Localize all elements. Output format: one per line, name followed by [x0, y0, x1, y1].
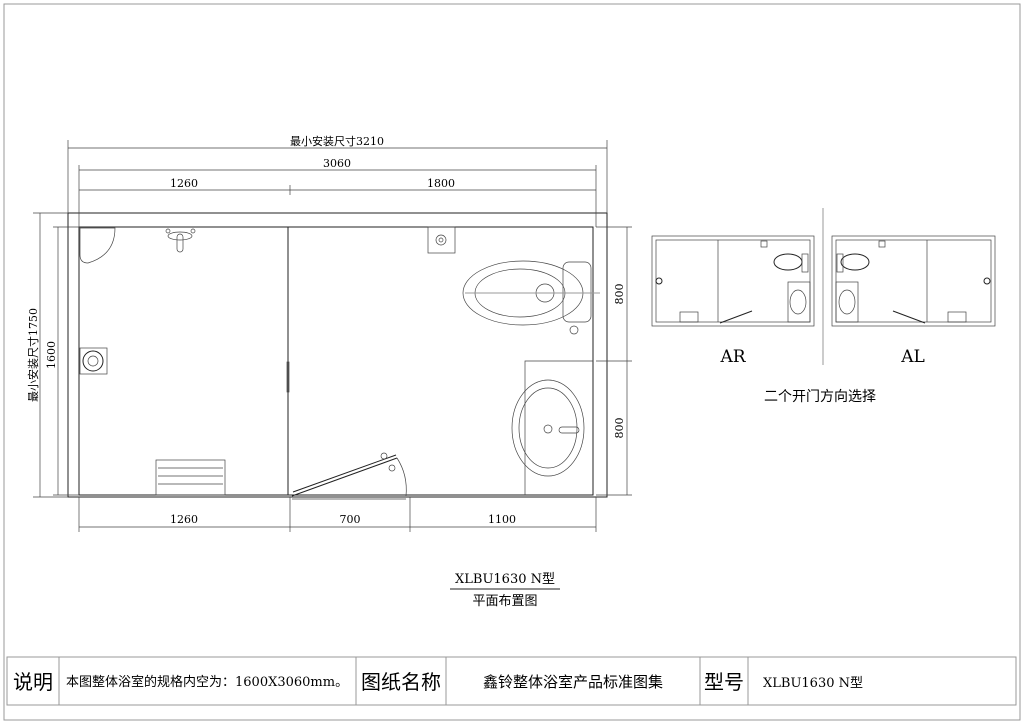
variant-caption: 二个开门方向选择 [764, 389, 876, 405]
dimensions: 最小安装尺寸3210 3060 1260 1800 1260 700 1100 … [26, 134, 632, 532]
floor-plan [67, 212, 608, 500]
dim-bottom-left: 1260 [170, 513, 198, 526]
inner-wall [78, 226, 594, 496]
variant-al-plan [831, 235, 996, 327]
variant-ar-plan [651, 235, 815, 327]
dim-bottom-door: 700 [340, 513, 361, 526]
corner-shelf [79, 227, 116, 264]
ceiling-vent [427, 226, 456, 254]
variant-al-label: AL [900, 347, 925, 367]
sheet-border [3, 3, 1021, 721]
toilet [462, 260, 600, 335]
dim-right-bottom: 800 [613, 418, 626, 439]
plan-model: XLBU1630 N型 [455, 572, 555, 587]
dim-min-install-width: 最小安装尺寸3210 [290, 134, 384, 148]
dim-min-install-depth: 最小安装尺寸1750 [26, 308, 40, 402]
variant-ar-label: AR [719, 347, 746, 367]
drawing-name: 鑫铃整体浴室产品标准图集 [483, 673, 663, 691]
drawing-name-label: 图纸名称 [361, 670, 441, 694]
floor-drain [79, 347, 108, 375]
outer-wall [67, 212, 608, 498]
shower-faucet [165, 228, 196, 253]
partition-handle [286, 361, 290, 393]
note-label: 说明 [13, 670, 53, 694]
door [291, 452, 407, 500]
dim-top-left: 1260 [170, 177, 198, 190]
dim-total-depth: 1600 [45, 341, 58, 369]
title-block: 说明 本图整体浴室的规格内空为：1600X3060mm。 图纸名称 鑫铃整体浴室… [6, 656, 1017, 706]
note-text: 本图整体浴室的规格内空为：1600X3060mm。 [66, 674, 348, 690]
dim-right-top: 800 [613, 284, 626, 305]
dim-bottom-right: 1100 [488, 513, 516, 526]
dim-total-width: 3060 [323, 157, 351, 170]
model-value: XLBU1630 N型 [763, 676, 863, 691]
model-label: 型号 [704, 670, 744, 694]
washbasin [511, 360, 593, 495]
shower-stool [155, 459, 226, 496]
plan-caption: 平面布置图 [472, 594, 537, 609]
dim-top-right: 1800 [427, 177, 455, 190]
